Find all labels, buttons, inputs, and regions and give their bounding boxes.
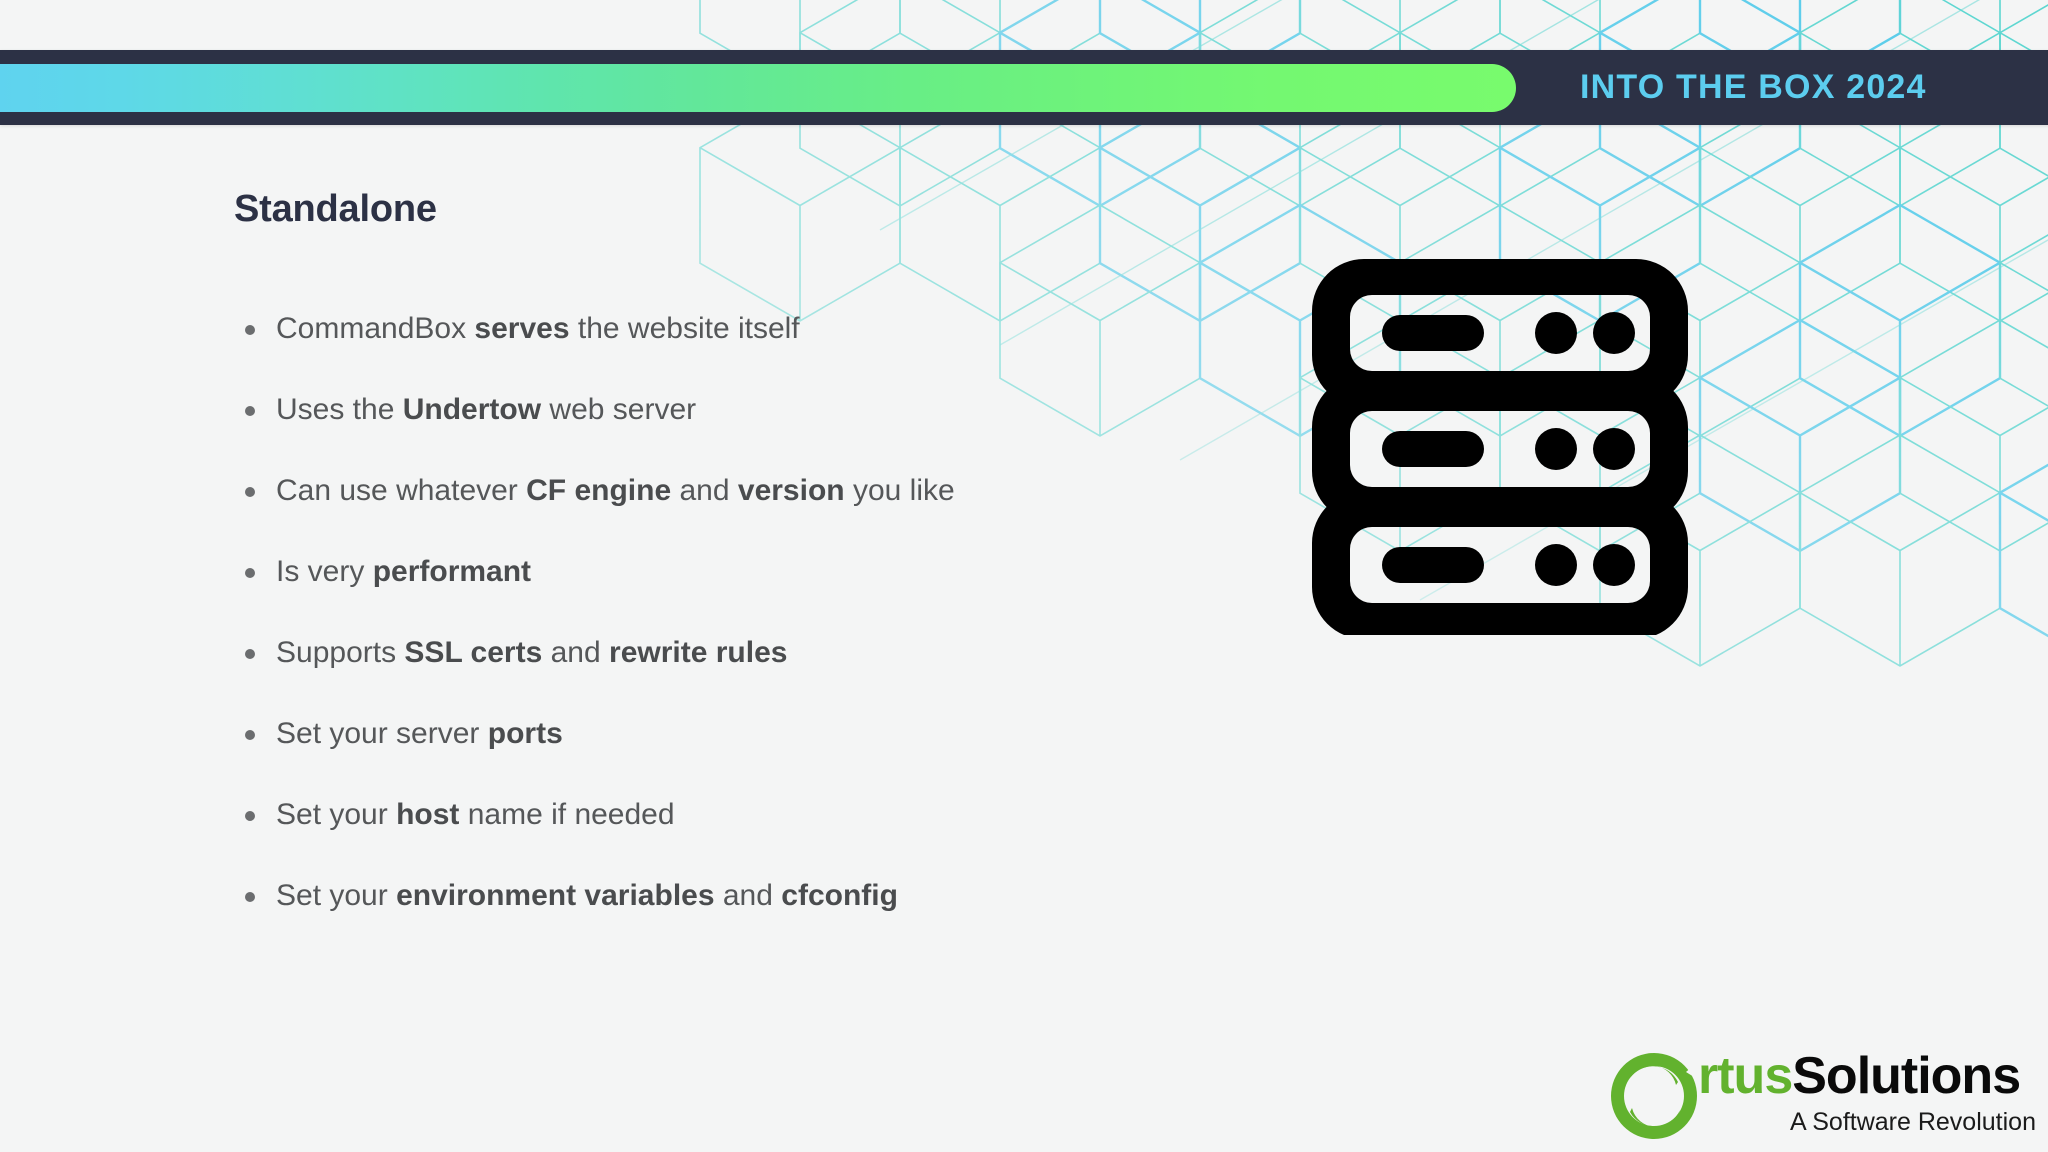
bullet-emphasis: environment variables [396,879,715,912]
bullet-item: Supports SSL certs and rewrite rules [240,636,1240,669]
bullet-run: name if needed [459,798,675,831]
bullet-dot-icon [245,487,255,497]
bullet-dot-icon [245,649,255,659]
bullet-run: Set your [276,798,397,831]
bullet-emphasis: CF engine [526,474,672,507]
slide-title: Standalone [234,188,437,230]
bullet-emphasis: performant [372,555,532,588]
bullet-dot-icon [245,568,255,578]
bullet-run: Is very [276,555,373,588]
bullet-text: Set your environment variables and cfcon… [276,879,898,912]
bullet-dot-icon [245,811,255,821]
bullet-item: Set your host name if needed [240,798,1240,831]
bullet-run: the website itself [569,312,800,345]
bullet-text: Supports SSL certs and rewrite rules [276,636,787,669]
bullet-text: Set your host name if needed [276,798,675,831]
bullet-item: CommandBox serves the website itself [240,312,1240,345]
bullet-run: and [714,879,782,912]
bullet-dot-icon [245,892,255,902]
bullet-run: and [542,636,610,669]
bullet-emphasis: serves [474,312,570,345]
bullet-item: Set your server ports [240,717,1240,750]
bullet-dot-icon [245,406,255,416]
bullet-text: Is very performant [276,555,531,588]
bullet-dot-icon [245,730,255,740]
bullet-emphasis: host [396,798,460,831]
bullet-dot-icon [245,325,255,335]
bullet-text: CommandBox serves the website itself [276,312,800,345]
server-rack-icon [1312,259,1688,635]
logo-word-black: Solutions [1792,1047,2021,1105]
bullet-run: Uses the [276,393,403,426]
ortus-o-swirl-icon [1611,1053,1702,1139]
bullet-emphasis: Undertow [402,393,542,426]
bullet-run: CommandBox [276,312,475,345]
bullet-item: Uses the Undertow web server [240,393,1240,426]
header-bar: INTO THE BOX 2024 [0,50,2048,125]
bullet-run: Can use whatever [276,474,527,507]
bullet-run: you like [844,474,955,507]
bullet-emphasis: version [737,474,845,507]
bullet-run: web server [541,393,697,426]
ortus-solutions-logo: rtusSolutions A Software Revolution [1606,1046,2036,1144]
logo-word-green: rtus [1698,1047,1793,1105]
bullet-text: Uses the Undertow web server [276,393,696,426]
bullet-run: and [671,474,738,507]
bullet-emphasis: SSL certs [404,636,543,669]
bullet-run: Supports [276,636,405,669]
bullet-emphasis: cfconfig [781,879,898,912]
bullet-run: Set your server [276,717,488,750]
bullet-emphasis: rewrite rules [609,636,788,669]
event-title: INTO THE BOX 2024 [1580,68,1927,106]
bullet-run: Set your [276,879,397,912]
presentation-progress-bar [0,64,1516,112]
bullet-text: Set your server ports [276,717,563,750]
logo-tagline: A Software Revolution [1790,1108,2036,1136]
bullet-item: Set your environment variables and cfcon… [240,879,1240,912]
logo-wordmark: rtusSolutions [1698,1047,2021,1105]
bullet-item: Is very performant [240,555,1240,588]
bullet-emphasis: ports [487,717,563,750]
progress-fill [0,64,1516,112]
bullet-item: Can use whatever CF engine and version y… [240,474,1240,507]
bullet-text: Can use whatever CF engine and version y… [276,474,955,507]
